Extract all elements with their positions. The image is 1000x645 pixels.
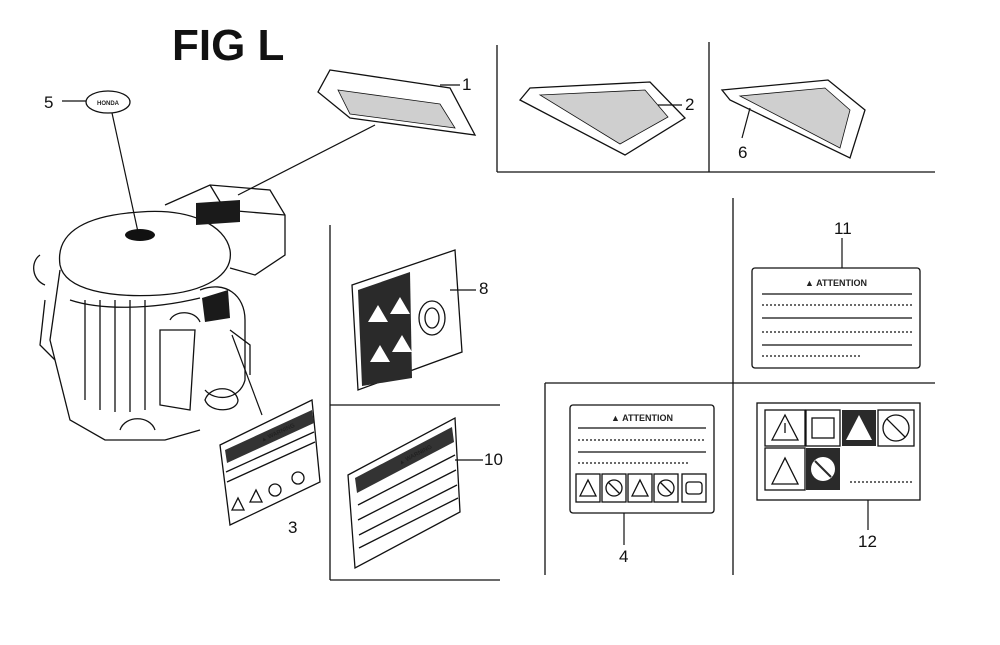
part-5-badge: HONDA [62,90,139,233]
badge-text: HONDA [97,101,120,107]
callout-11: 11 [834,219,852,238]
part-3-warning-decal: ▲ WARNING [219,334,321,526]
part-12-pictogram-label [756,402,921,530]
part-6-label [720,79,866,159]
air-cleaner-badge-spot [125,229,155,241]
side-decal-spot [202,290,230,322]
callout-6: 6 [738,143,747,162]
callout-4: 4 [619,547,628,566]
section-dividers [329,42,935,581]
engine-illustration [33,184,286,441]
part-11-attention-label: ▲ ATTENTION [751,238,921,369]
callout-10: 10 [484,450,503,469]
callout-3: 3 [288,518,297,537]
part-2-label [518,81,687,156]
part-4-attention-label: ▲ ATTENTION [569,404,715,545]
callout-8: 8 [479,279,488,298]
part-1-label [237,69,477,196]
callout-12: 12 [858,532,877,551]
callout-2: 2 [685,95,694,114]
part-10-warning-decal: ▲ WARNING [347,416,483,570]
figure-title: FIG L [172,21,284,70]
part-8-pictogram-decal [351,249,476,391]
part-4-attention-text: ▲ ATTENTION [611,413,673,423]
callout-1: 1 [462,75,471,94]
part-11-attention-text: ▲ ATTENTION [805,278,867,288]
callout-5: 5 [44,93,53,112]
top-decal-spot [196,200,240,225]
callout-numbers: 1 2 3 4 5 6 8 10 11 12 [44,75,877,566]
